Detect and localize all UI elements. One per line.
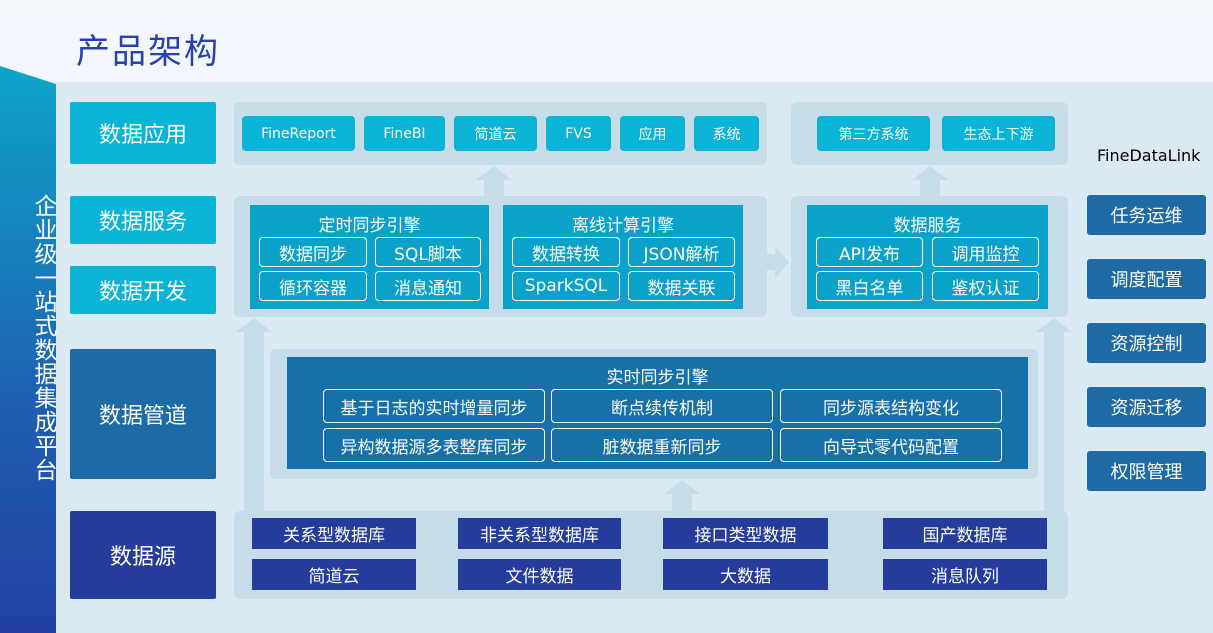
engine-item: 数据转换 bbox=[512, 237, 620, 267]
source-chip: 简道云 bbox=[252, 559, 416, 590]
app-chip: 简道云 bbox=[454, 116, 537, 151]
source-chip: 消息队列 bbox=[883, 559, 1047, 590]
engine-title: 离线计算引擎 bbox=[572, 216, 674, 236]
app-chip: FVS bbox=[546, 116, 611, 151]
side-function: 权限管理 bbox=[1087, 451, 1206, 491]
source-chip: 文件数据 bbox=[458, 559, 621, 590]
side-function: 资源控制 bbox=[1087, 323, 1206, 363]
engine-item: 基于日志的实时增量同步 bbox=[323, 389, 545, 423]
engine-item: 消息通知 bbox=[375, 271, 481, 301]
brand-label: FineDataLink bbox=[1097, 146, 1201, 165]
engine-item: 调用监控 bbox=[932, 237, 1039, 267]
engine-item: 鉴权认证 bbox=[932, 271, 1039, 301]
data-service-engine: 数据服务 bbox=[807, 205, 1048, 309]
source-chip: 关系型数据库 bbox=[252, 518, 416, 549]
engine-item: 向导式零代码配置 bbox=[780, 428, 1002, 462]
platform-label: 企业级一站式数据集成平台 bbox=[30, 194, 56, 482]
arrow-shaft bbox=[767, 254, 777, 270]
platform-ribbon bbox=[0, 66, 56, 633]
arrow-up-icon bbox=[664, 480, 700, 494]
app-chip: FineBI bbox=[364, 116, 445, 151]
arrow-up-icon bbox=[236, 318, 272, 332]
arrow-shaft bbox=[484, 180, 504, 198]
arrow-up-icon bbox=[476, 166, 512, 180]
layer-data-source: 数据源 bbox=[70, 511, 216, 599]
page-title: 产品架构 bbox=[76, 32, 220, 72]
engine-item: API发布 bbox=[816, 237, 923, 267]
arrow-shaft bbox=[244, 332, 264, 512]
layer-data-app: 数据应用 bbox=[70, 102, 216, 164]
offline-compute-engine: 离线计算引擎 bbox=[503, 205, 743, 309]
engine-item: JSON解析 bbox=[628, 237, 735, 267]
side-function: 调度配置 bbox=[1087, 259, 1206, 299]
layer-data-pipeline: 数据管道 bbox=[70, 349, 216, 479]
side-function: 任务运维 bbox=[1087, 195, 1206, 235]
scheduled-sync-engine: 定时同步引擎 bbox=[250, 205, 489, 309]
engine-item: 同步源表结构变化 bbox=[780, 389, 1002, 423]
arrow-up-icon bbox=[1036, 318, 1072, 332]
engine-item: 异构数据源多表整库同步 bbox=[323, 428, 545, 462]
arrow-shaft bbox=[1044, 332, 1064, 512]
realtime-sync-engine: 实时同步引擎 bbox=[287, 357, 1028, 469]
app-chip: 生态上下游 bbox=[942, 116, 1055, 151]
engine-title: 数据服务 bbox=[893, 216, 962, 236]
engine-item: 断点续传机制 bbox=[551, 389, 773, 423]
layer-data-dev: 数据开发 bbox=[70, 266, 216, 314]
side-function: 资源迁移 bbox=[1087, 387, 1206, 427]
engine-title: 定时同步引擎 bbox=[318, 216, 421, 236]
arrow-shaft bbox=[672, 494, 692, 512]
source-chip: 接口类型数据 bbox=[663, 518, 828, 549]
source-chip: 非关系型数据库 bbox=[458, 518, 621, 549]
app-chip: 系统 bbox=[694, 116, 759, 151]
source-chip: 大数据 bbox=[663, 559, 828, 590]
arrow-right-icon bbox=[775, 246, 789, 278]
layer-data-service: 数据服务 bbox=[70, 196, 216, 244]
arrow-up-icon bbox=[912, 166, 948, 180]
engine-item: 黑白名单 bbox=[816, 271, 923, 301]
engine-item: SparkSQL bbox=[512, 271, 620, 301]
engine-item: SQL脚本 bbox=[375, 237, 481, 267]
app-chip: 应用 bbox=[620, 116, 685, 151]
source-chip: 国产数据库 bbox=[883, 518, 1047, 549]
app-chip: FineReport bbox=[242, 116, 355, 151]
engine-item: 脏数据重新同步 bbox=[551, 428, 773, 462]
engine-item: 循环容器 bbox=[259, 271, 367, 301]
arrow-shaft bbox=[920, 180, 940, 198]
engine-title: 实时同步引擎 bbox=[606, 368, 709, 388]
app-chip: 第三方系统 bbox=[817, 116, 930, 151]
engine-item: 数据关联 bbox=[628, 271, 735, 301]
engine-item: 数据同步 bbox=[259, 237, 367, 267]
